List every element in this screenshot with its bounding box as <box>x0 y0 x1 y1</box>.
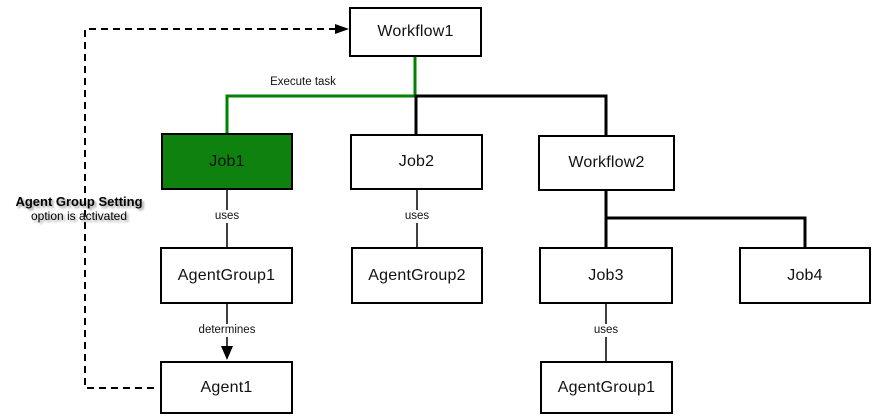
node-job2-label: Job2 <box>398 153 435 170</box>
node-agent1: Agent1 <box>160 361 293 414</box>
node-agentgroup1b: AgentGroup1 <box>540 361 673 414</box>
edge-label-execute-task: Execute task <box>270 76 336 88</box>
node-agentgroup1: AgentGroup1 <box>160 247 293 304</box>
node-job3: Job3 <box>539 247 673 304</box>
highlight-connector <box>225 57 417 133</box>
dashed-connector <box>84 28 336 389</box>
dashed-arrowhead <box>335 24 349 34</box>
edge-label-uses-job2: uses <box>401 210 433 223</box>
edge-label-uses-job3: uses <box>590 324 622 337</box>
node-agentgroup2-label: AgentGroup2 <box>368 266 466 284</box>
node-workflow2-label: Workflow2 <box>568 154 645 171</box>
determines-arrowhead <box>221 346 233 360</box>
annotation-agent-group-setting: Agent Group Setting option is activated <box>2 194 156 224</box>
node-agentgroup1b-label: AgentGroup1 <box>557 378 656 396</box>
node-job2: Job2 <box>350 134 483 190</box>
annotation-line1: Agent Group Setting <box>15 194 143 209</box>
node-job3-label: Job3 <box>588 266 624 284</box>
node-workflow2: Workflow2 <box>538 135 675 191</box>
edge-label-determines: determines <box>195 324 259 337</box>
node-agentgroup1-label: AgentGroup1 <box>177 266 276 284</box>
node-job4-label: Job4 <box>787 266 823 284</box>
node-agentgroup2: AgentGroup2 <box>351 247 483 304</box>
node-agent1-label: Agent1 <box>200 378 253 396</box>
node-workflow1-label: Workflow1 <box>377 23 454 40</box>
thick-connector-workflow1 <box>414 94 608 135</box>
annotation-line2: option is activated <box>30 209 128 223</box>
node-workflow1: Workflow1 <box>349 7 482 57</box>
thick-connector-workflow2 <box>604 191 807 247</box>
node-job1-label: Job1 <box>209 152 245 170</box>
node-job4: Job4 <box>739 247 871 304</box>
edge-label-uses-job1: uses <box>211 210 243 223</box>
node-job1: Job1 <box>161 133 293 190</box>
